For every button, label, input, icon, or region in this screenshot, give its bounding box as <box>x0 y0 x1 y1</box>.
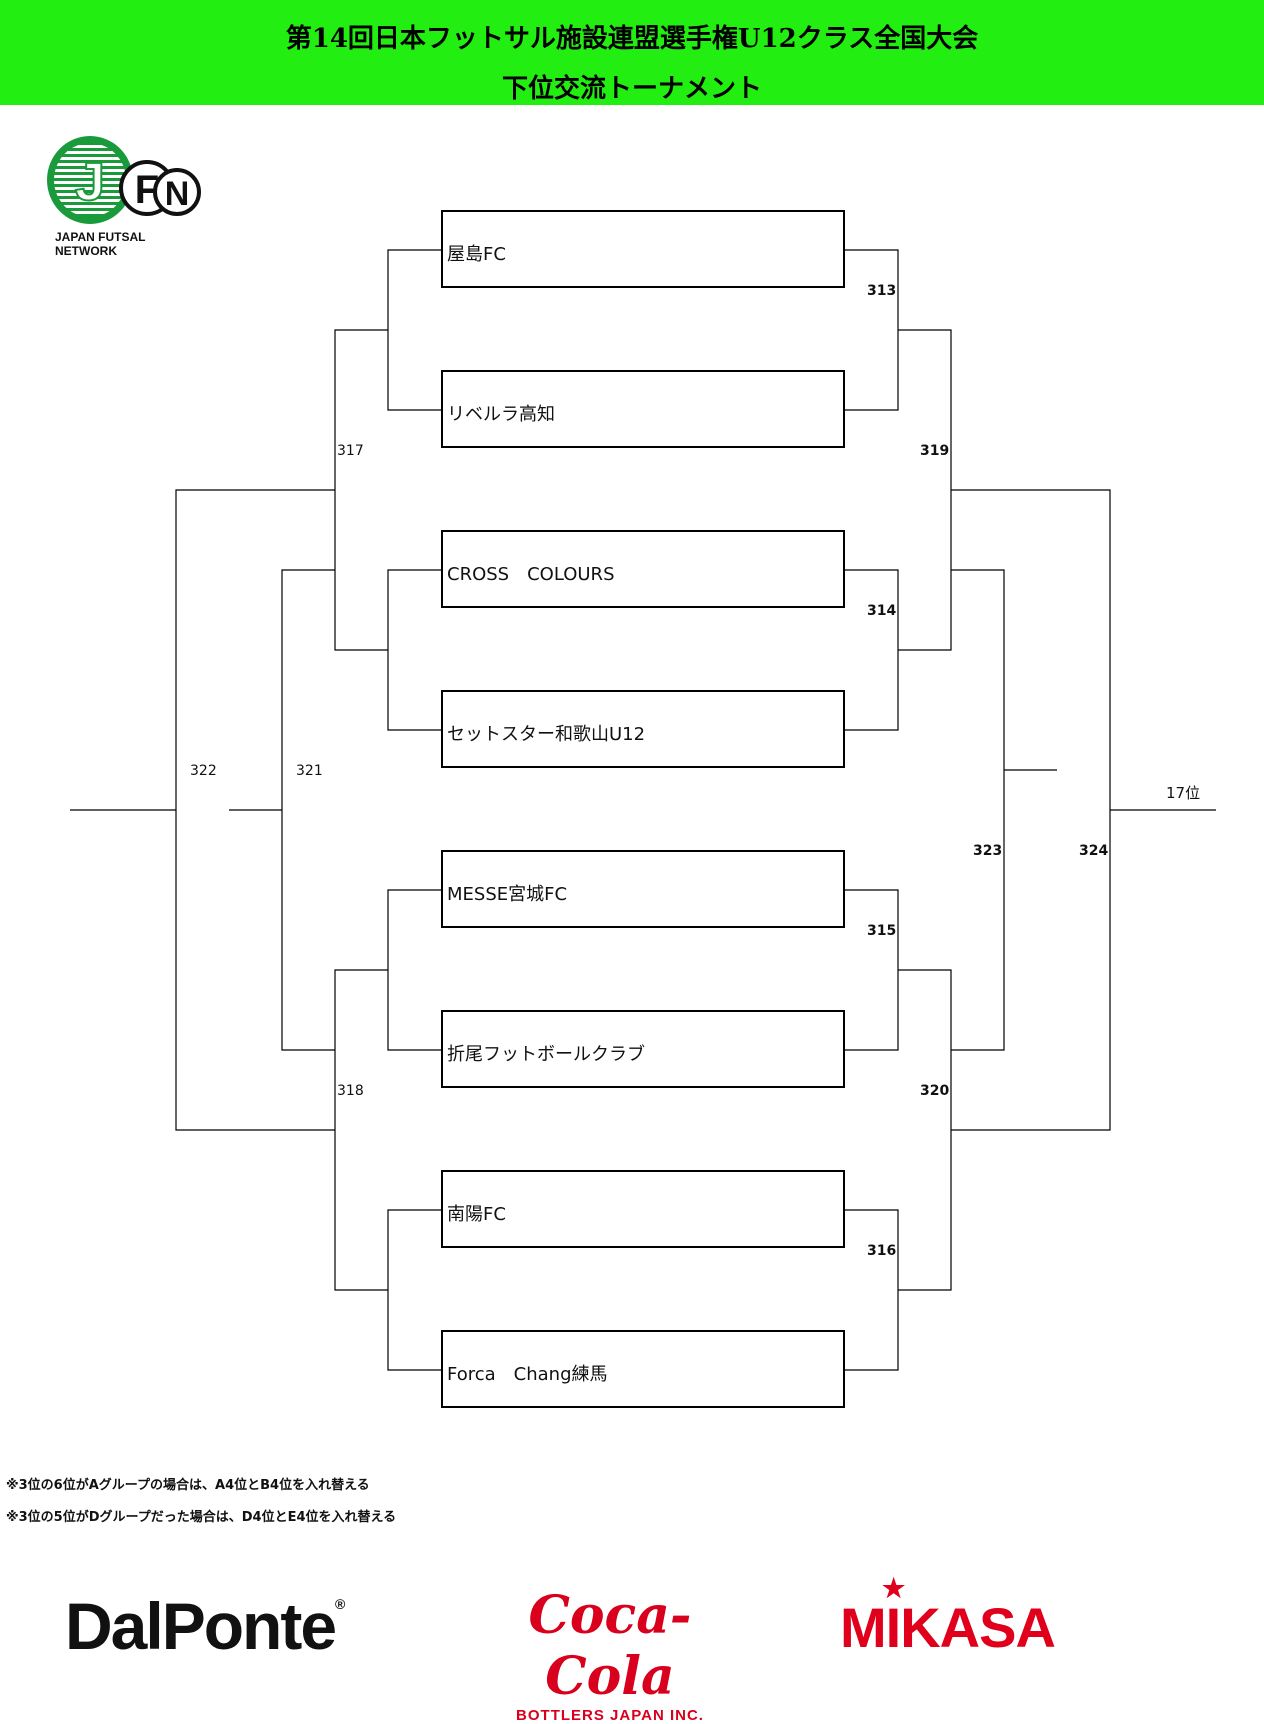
team-box: Forca Chang練馬 <box>441 1330 845 1408</box>
match-number-318: 318 <box>337 1083 364 1099</box>
coca-cola-subtitle: BOTTLERS JAPAN INC. <box>516 1707 704 1724</box>
dalponte-wordmark: DalPonte <box>65 1589 337 1663</box>
match-number-317: 317 <box>337 443 364 459</box>
team-name: 南陽FC <box>447 1204 506 1225</box>
team-box: セットスター和歌山U12 <box>441 690 845 768</box>
team-box: MESSE宮城FC <box>441 850 845 928</box>
match-number-323: 323 <box>973 843 1003 859</box>
match-number-321: 321 <box>296 763 323 779</box>
placement-label: 17位 <box>1166 784 1201 802</box>
registered-mark: ® <box>335 1596 345 1612</box>
title-banner: 第14回日本フットサル施設連盟選手権U12クラス全国大会 下位交流トーナメント <box>0 0 1264 105</box>
match-number-319: 319 <box>920 443 950 459</box>
match-number-320: 320 <box>920 1083 950 1099</box>
team-name: MESSE宮城FC <box>447 884 568 905</box>
footnote: ※3位の5位がDグループだった場合は、D4位とE4位を入れ替える <box>6 1510 397 1525</box>
tournament-subtitle: 下位交流トーナメント <box>501 74 762 104</box>
team-name: CROSS COLOURS <box>447 564 615 585</box>
team-box: CROSS COLOURS <box>441 530 845 608</box>
match-number-316: 316 <box>867 1243 897 1259</box>
match-number-313: 313 <box>867 283 897 299</box>
mikasa-wordmark: MIKASA <box>840 1596 1056 1659</box>
team-name: リベルラ高知 <box>447 404 555 425</box>
team-name: 屋島FC <box>447 244 506 265</box>
dalponte-logo: DalPonte® <box>65 1588 345 1664</box>
team-name: 折尾フットボールクラブ <box>447 1044 645 1065</box>
logo-caption: JAPAN FUTSAL NETWORK <box>55 230 146 258</box>
footnote: ※3位の6位がAグループの場合は、A4位とB4位を入れ替える <box>6 1478 370 1493</box>
team-box: 折尾フットボールクラブ <box>441 1010 845 1088</box>
team-name: Forca Chang練馬 <box>447 1364 608 1385</box>
match-number-315: 315 <box>867 923 897 939</box>
coca-cola-wordmark: Coca-Cola <box>528 1585 692 1707</box>
logo-letter-n: N <box>165 175 190 213</box>
match-number-314: 314 <box>867 603 897 619</box>
tournament-title: 第14回日本フットサル施設連盟選手権U12クラス全国大会 <box>285 24 979 54</box>
mikasa-logo: ★ MIKASA <box>840 1573 1056 1660</box>
team-box: リベルラ高知 <box>441 370 845 448</box>
match-number-322: 322 <box>190 763 217 779</box>
match-number-324: 324 <box>1079 843 1109 859</box>
team-box: 屋島FC <box>441 210 845 288</box>
team-box: 南陽FC <box>441 1170 845 1248</box>
team-name: セットスター和歌山U12 <box>447 724 646 745</box>
logo-letter-j: J <box>75 152 105 212</box>
star-icon: ★ <box>882 1573 905 1603</box>
jfn-logo: J F N JAPAN FUTSAL NETWORK <box>45 130 205 258</box>
coca-cola-logo: Coca-Cola BOTTLERS JAPAN INC. <box>510 1585 710 1724</box>
